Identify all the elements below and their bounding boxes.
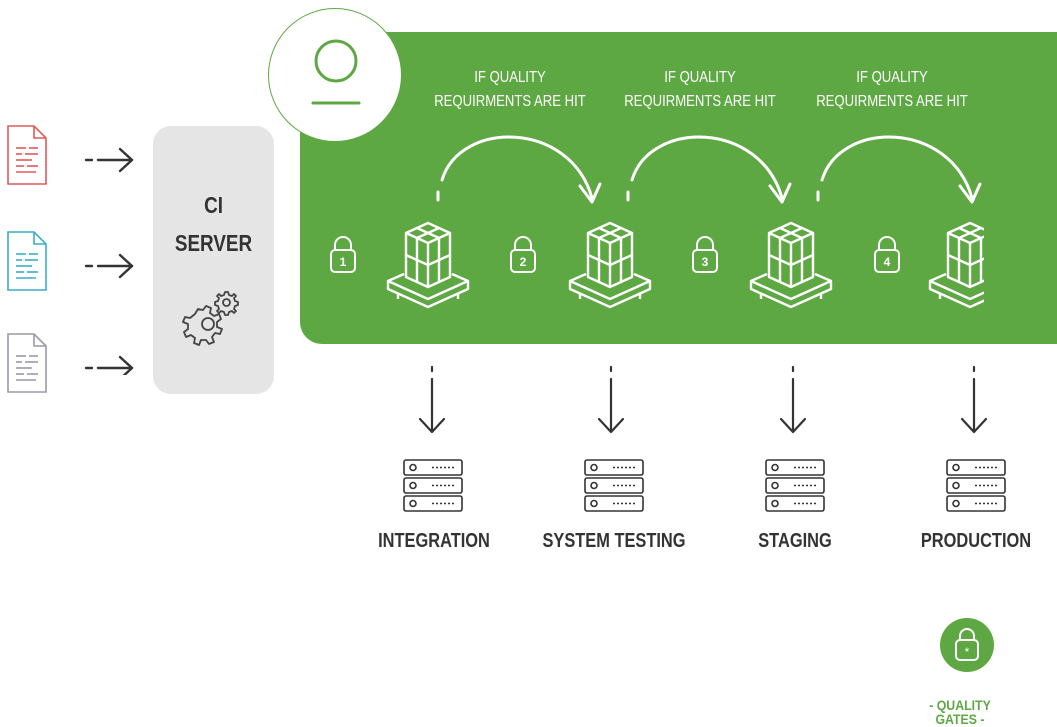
condition-label-2: IF QUALITY REQUIRMENTS ARE HIT xyxy=(618,70,782,110)
condition-line1: IF QUALITY xyxy=(474,69,546,86)
promotion-arrows xyxy=(436,135,982,204)
deploy-arrows xyxy=(418,365,988,434)
condition-line1: IF QUALITY xyxy=(856,69,928,86)
input-file-2 xyxy=(6,230,48,292)
condition-line2: REQUIRMENTS ARE HIT xyxy=(434,93,586,110)
down-arrow-icon xyxy=(960,365,988,434)
lock-icon: * xyxy=(955,628,979,661)
code-file-icon xyxy=(7,231,47,291)
gate-number: 2 xyxy=(519,255,527,269)
quality-gate-3: 3 xyxy=(691,236,719,274)
package-icon xyxy=(386,221,470,309)
artifact-packages xyxy=(386,221,984,309)
pipeline-logo-badge xyxy=(268,8,402,142)
gears-icon xyxy=(182,291,239,346)
input-arrows xyxy=(84,147,134,375)
code-file-icon xyxy=(7,125,47,185)
down-arrow-icon xyxy=(597,365,625,434)
legend-badge: * xyxy=(940,618,994,672)
quality-gate-1: 1 xyxy=(329,236,357,274)
down-arrow-icon xyxy=(418,365,446,434)
input-file-1 xyxy=(6,124,48,186)
env-label-system-testing: SYSTEM TESTING xyxy=(542,530,686,552)
package-icon xyxy=(568,221,652,309)
env-label-production: PRODUCTION xyxy=(920,530,1032,552)
env-label-integration: INTEGRATION xyxy=(378,530,490,552)
package-icon xyxy=(928,221,984,309)
package-icon xyxy=(749,221,833,309)
user-icon xyxy=(311,39,361,105)
server-rack-icon xyxy=(765,459,825,512)
curved-arrow-icon xyxy=(436,135,602,204)
lock-icon xyxy=(510,236,536,273)
lock-icon xyxy=(330,236,356,273)
curved-arrow-icon xyxy=(816,135,982,204)
legend-label: - QUALITY GATES - xyxy=(929,697,991,727)
env-label-staging: STAGING xyxy=(758,530,832,552)
gate-number: 3 xyxy=(701,255,709,269)
code-file-icon xyxy=(7,333,47,393)
gate-number: 4 xyxy=(883,255,891,269)
ci-server-title-line2: SERVER xyxy=(174,230,253,256)
dashed-arrow-icon xyxy=(84,355,134,375)
lock-icon xyxy=(874,236,900,273)
curved-arrow-icon xyxy=(626,135,792,204)
ci-server-box: CI SERVER xyxy=(153,126,274,394)
dashed-arrow-icon xyxy=(84,147,134,173)
condition-line2: REQUIRMENTS ARE HIT xyxy=(816,93,968,110)
condition-label-3: IF QUALITY REQUIRMENTS ARE HIT xyxy=(810,70,974,110)
pipeline-panel xyxy=(300,32,1057,344)
gate-number: 1 xyxy=(339,255,347,269)
ci-server-title-line1: CI xyxy=(204,192,223,218)
quality-gate-4: 4 xyxy=(873,236,901,274)
svg-text:*: * xyxy=(965,645,970,659)
server-rack-icon xyxy=(403,459,463,512)
condition-line2: REQUIRMENTS ARE HIT xyxy=(624,93,776,110)
quality-gate-2: 2 xyxy=(509,236,537,274)
condition-line1: IF QUALITY xyxy=(664,69,736,86)
condition-label-1: IF QUALITY REQUIRMENTS ARE HIT xyxy=(428,70,592,110)
server-rack-icon xyxy=(584,459,644,512)
down-arrow-icon xyxy=(779,365,807,434)
lock-icon xyxy=(692,236,718,273)
server-rack-icon xyxy=(946,459,1006,512)
dashed-arrow-icon xyxy=(84,253,134,279)
input-file-3 xyxy=(6,332,48,394)
environment-servers xyxy=(403,459,1006,512)
